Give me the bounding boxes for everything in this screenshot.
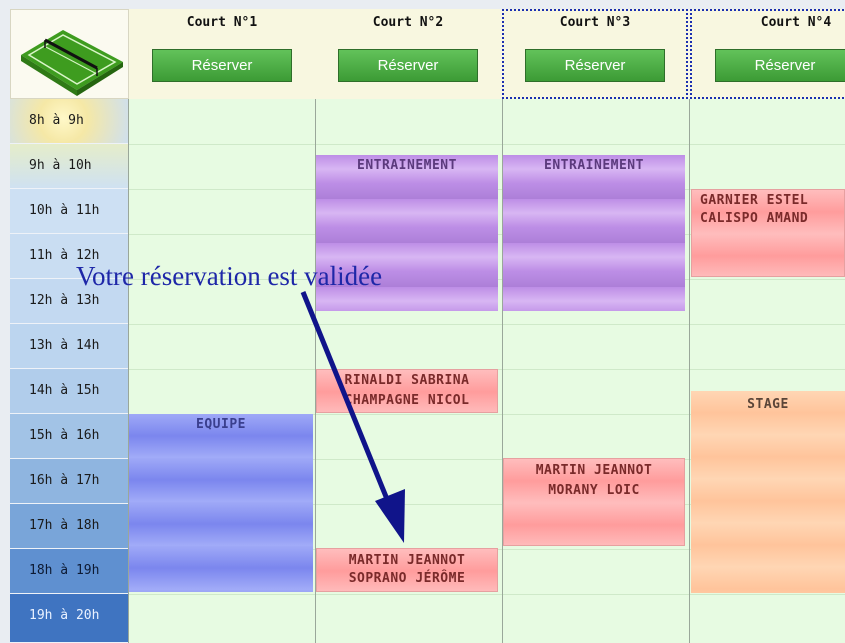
grid-line [129,414,845,415]
reserve-court-4-button[interactable]: Réserver [715,49,845,82]
booking-label: STAGE [747,397,789,412]
confirmation-message: Votre réservation est validée [76,261,383,291]
booking-court-4-stage[interactable]: STAGE [691,391,845,593]
grid-line [129,324,845,325]
time-slot: 15h à 16h [10,414,128,459]
court-1-header: Court N°1 Réserver [129,9,315,99]
booking-label: ENTRAINEMENT [544,158,644,173]
court-4-name: Court N°4 [760,15,832,30]
arrow-icon [300,291,405,543]
time-slot: 9h à 10h [10,144,128,189]
booking-player-1: RINALDI SABRINA [344,373,470,388]
column-divider [128,99,129,643]
booking-court-1-team[interactable]: EQUIPE [129,414,313,592]
time-slot: 8h à 9h [10,99,128,144]
booking-player-2: CHAMPAGNE NICOL [344,393,470,408]
time-slot: 19h à 20h [10,594,128,643]
column-divider [689,99,690,643]
booking-court-2-training[interactable]: ENTRAINEMENT [316,155,498,311]
time-slot: 18h à 19h [10,549,128,594]
booking-player-2: MORANY LOIC [548,483,640,498]
time-slot: 11h à 12h [10,234,128,279]
reservation-planning: Court N°1 Réserver Court N°2 Réserver Co… [10,9,845,643]
booking-court-2-rinaldi[interactable]: RINALDI SABRINA CHAMPAGNE NICOL [316,369,498,413]
time-slot: 10h à 11h [10,189,128,234]
booking-court-3-training[interactable]: ENTRAINEMENT [503,155,685,311]
grid-line [129,459,845,460]
column-divider [502,99,503,643]
court-2-name: Court N°2 [372,15,444,30]
time-slot: 13h à 14h [10,324,128,369]
court-4-header: Court N°4 Réserver [690,9,845,99]
booking-court-4-garnier[interactable]: GARNIER ESTEL CALISPO AMAND [691,189,845,277]
grid-line [129,594,845,595]
time-slot: 17h à 18h [10,504,128,549]
booking-court-3-martin[interactable]: MARTIN JEANNOT MORANY LOIC [503,458,685,546]
time-slot: 14h à 15h [10,369,128,414]
booking-label: EQUIPE [196,417,246,432]
grid-line [129,504,845,505]
reserve-court-1-button[interactable]: Réserver [152,49,292,82]
booking-player-2: SOPRANO JÉRÔME [348,571,466,586]
booking-court-2-martin[interactable]: MARTIN JEANNOT SOPRANO JÉRÔME [316,548,498,592]
court-2-header: Court N°2 Réserver [315,9,501,99]
booking-player-1: MARTIN JEANNOT [535,463,653,478]
tennis-court-logo [10,9,129,99]
court-1-name: Court N°1 [186,15,258,30]
column-divider [315,99,316,643]
time-slot: 12h à 13h [10,279,128,324]
time-slot: 16h à 17h [10,459,128,504]
booking-player-1: GARNIER ESTEL [700,193,809,208]
tennis-court-icon [21,30,123,96]
booking-player-1: MARTIN JEANNOT [348,553,466,568]
reserve-court-2-button[interactable]: Réserver [338,49,478,82]
booking-label: ENTRAINEMENT [357,158,457,173]
grid-line [129,144,845,145]
court-3-name: Court N°3 [559,15,631,30]
booking-player-2: CALISPO AMAND [700,211,809,226]
reserve-court-3-button[interactable]: Réserver [525,49,665,82]
court-3-header: Court N°3 Réserver [502,9,688,99]
